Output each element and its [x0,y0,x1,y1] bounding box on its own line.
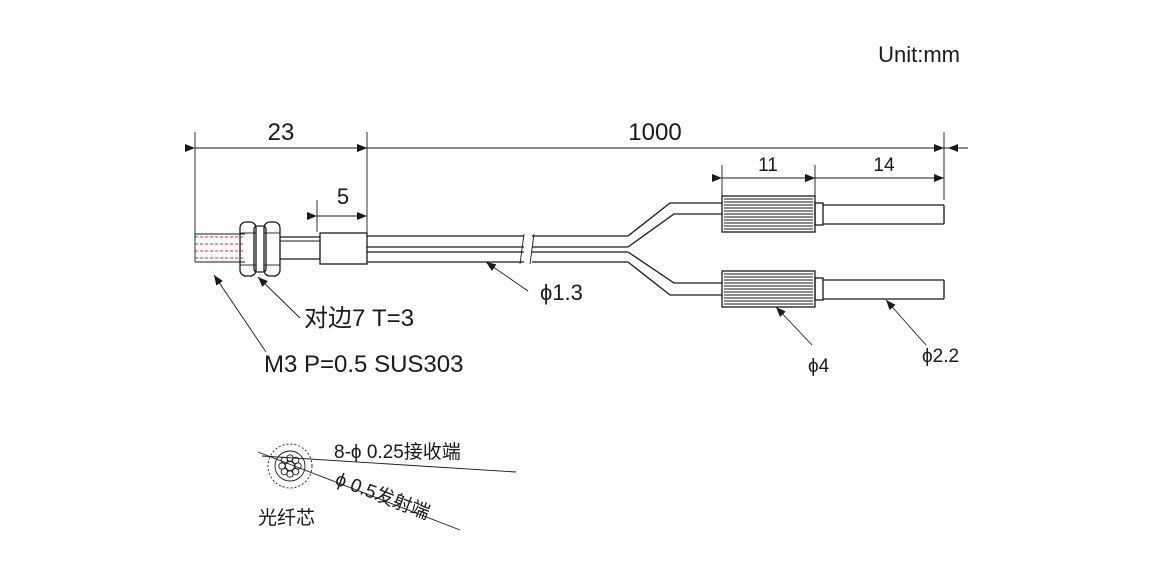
nut-1 [239,221,257,277]
dim-cable-length: 1000 [628,119,681,146]
sleeve [319,232,368,265]
nut-spec-label: 对边7 T=3 [304,305,414,332]
fiber-cross-section [257,443,517,531]
dim-tip-length: 14 [873,155,895,176]
nut-2 [263,221,281,277]
receiver-fiber-core [292,456,300,464]
sensor-head [194,221,368,277]
cable [367,202,722,296]
cable-diameter-label: ϕ1.3 [540,280,583,305]
ferrule-upper [721,195,945,233]
fiber-core-label: 光纤芯 [258,507,315,529]
leader-lines [213,261,927,353]
tip-diameter-label: ϕ2.2 [922,346,959,367]
thread-spec-label: M3 P=0.5 SUS303 [264,351,463,378]
emitter-leader [257,451,461,531]
washer [253,225,267,273]
dim-ferrule-length: 11 [758,155,778,176]
dim-head-length: 23 [268,119,295,146]
ferrule-lower [721,270,945,308]
emitter-fiber-label: ϕ 0.5发射端 [332,468,433,524]
ferrule-diameter-label: ϕ4 [808,356,830,377]
unit-label: Unit:mm [878,42,960,67]
receiver-fiber-label: 8-ϕ 0.25接收端 [334,441,461,463]
dim-sleeve-length: 5 [337,184,349,209]
dimension-lines [185,132,968,240]
receiver-leader [261,455,517,473]
